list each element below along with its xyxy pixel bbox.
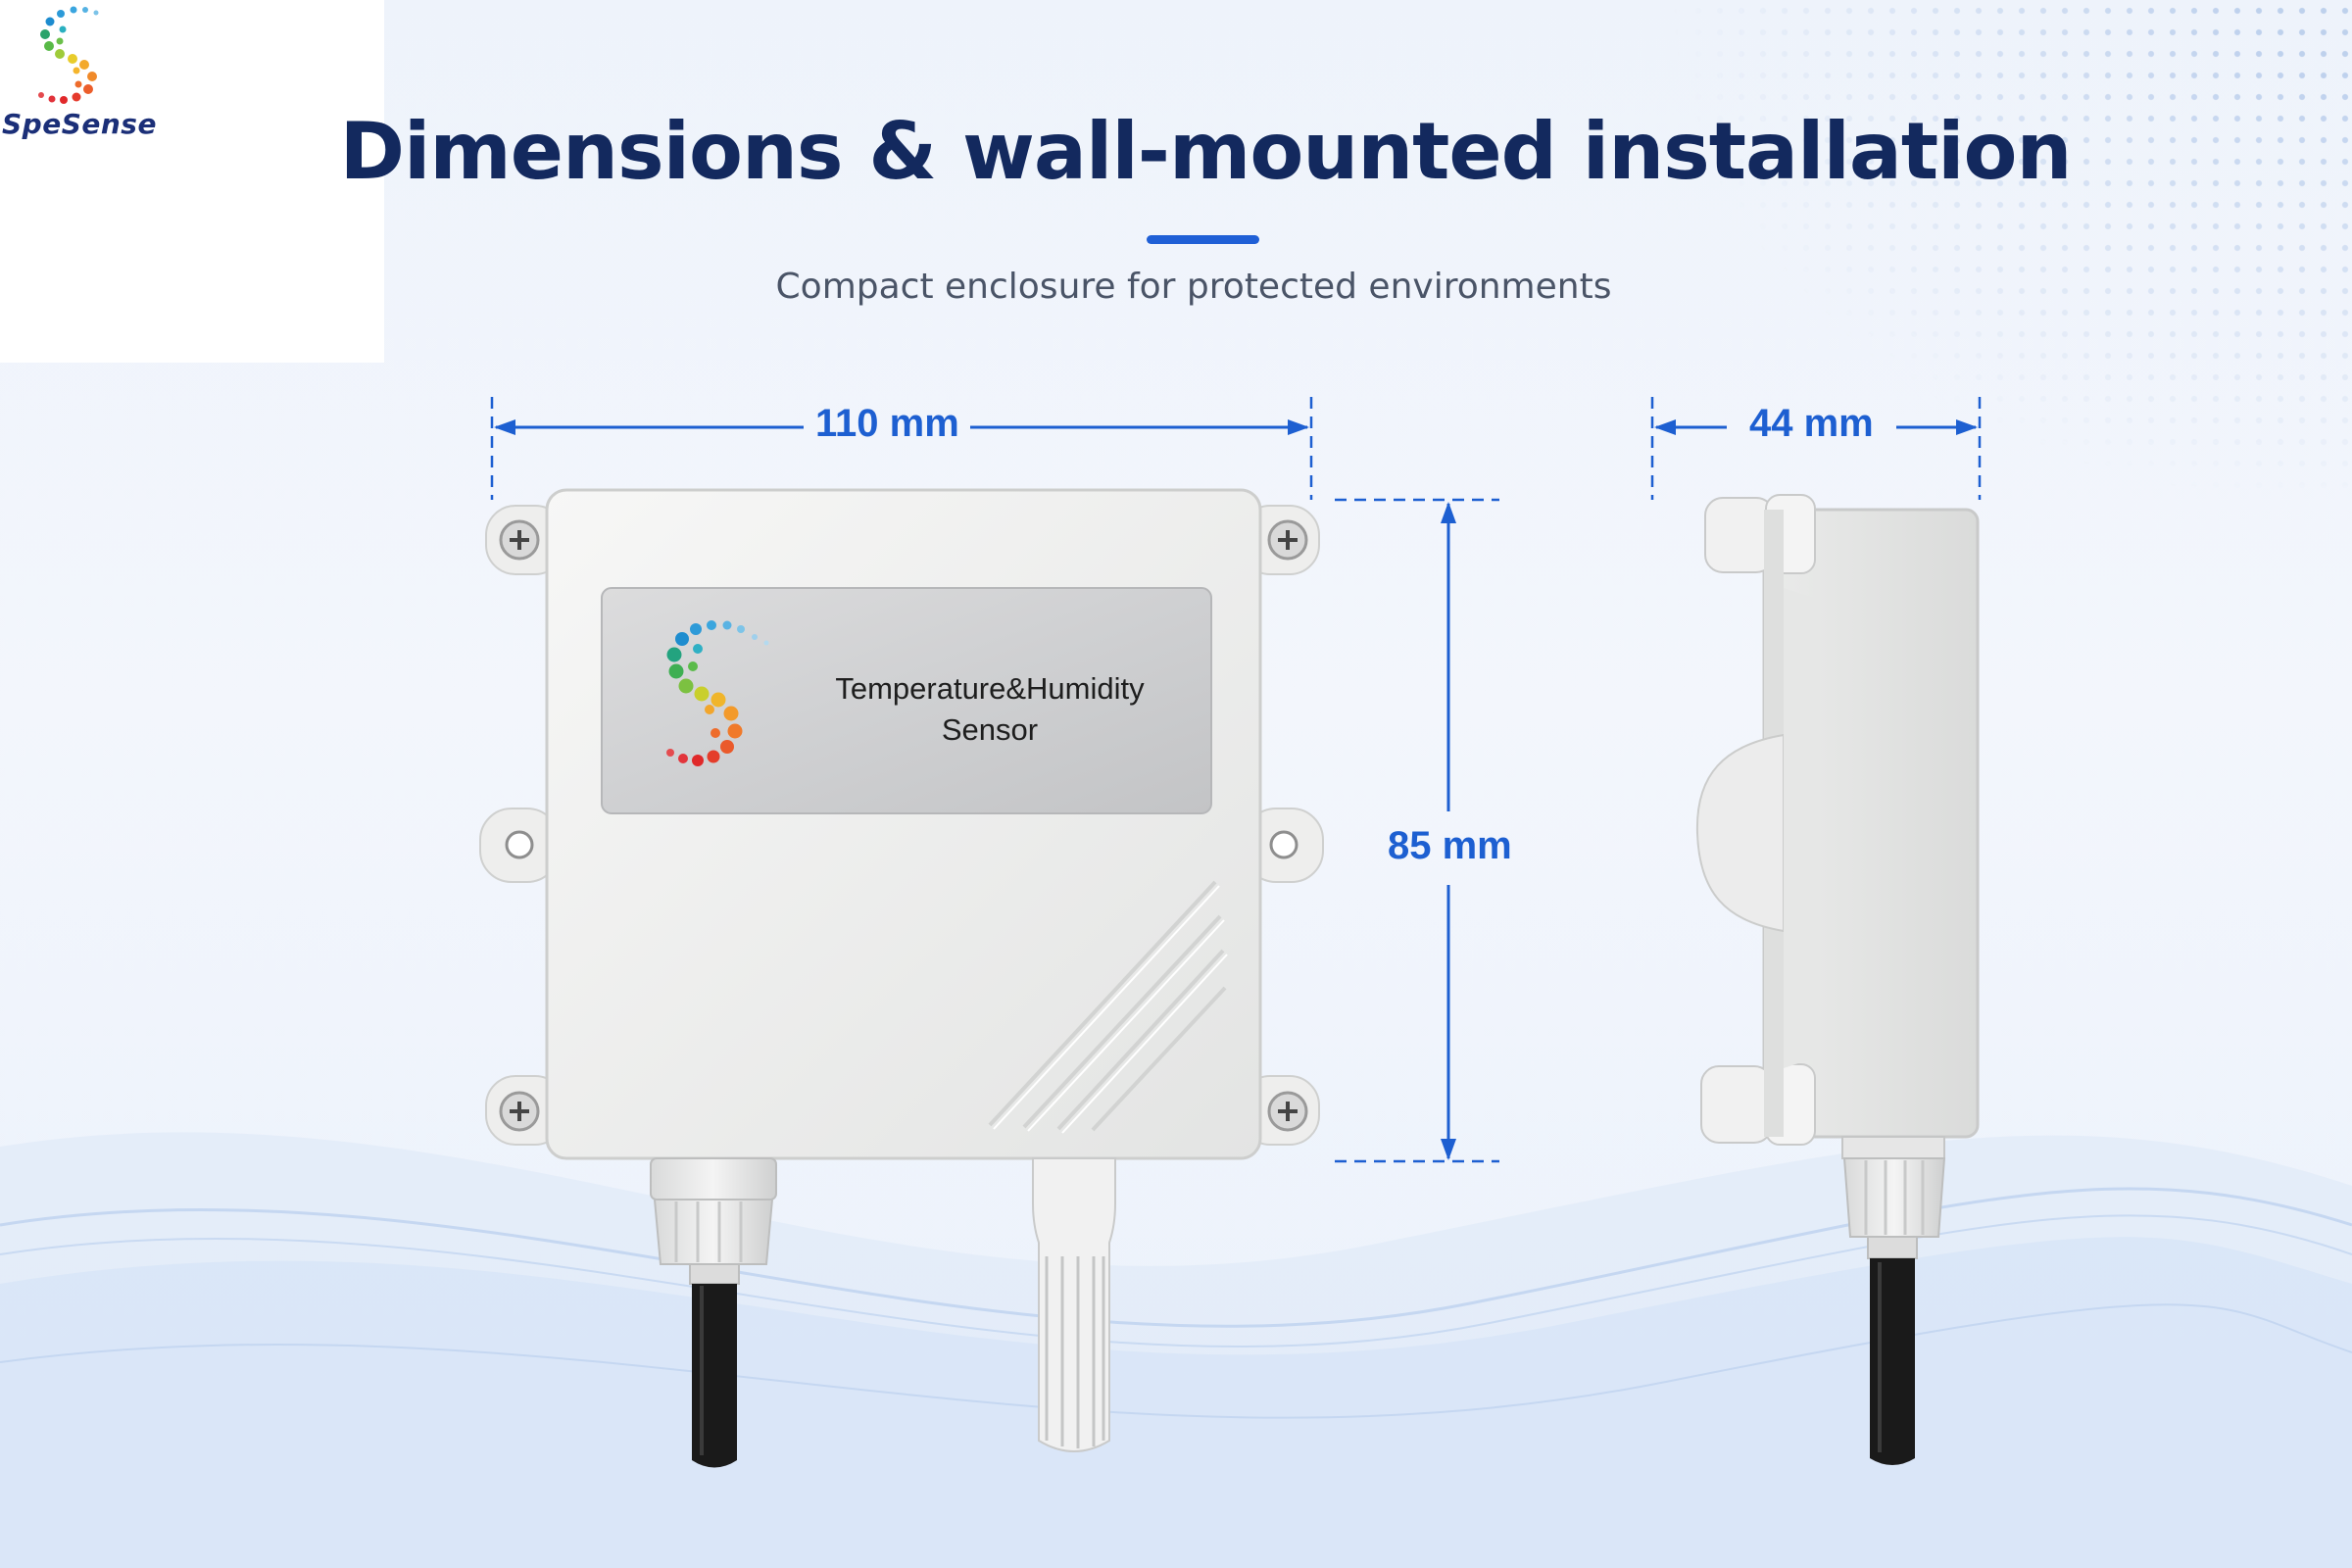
product-label-line2: Sensor	[941, 712, 1039, 747]
title-underline	[1147, 235, 1259, 244]
product-label: Temperature&Humidity Sensor	[804, 668, 1176, 751]
depth-label: 44 mm	[1749, 402, 1874, 445]
page-title: Dimensions & wall-mounted installation	[339, 106, 2073, 197]
plate-logo-icon	[666, 620, 769, 766]
screw-icon	[499, 519, 1308, 1132]
sensor-side-view	[1695, 494, 1980, 1465]
brand-name: SpeSense	[2, 108, 157, 140]
page-subtitle: Compact enclosure for protected environm…	[775, 267, 1612, 307]
depth-dimension-line	[1650, 397, 1982, 500]
height-dimension-line	[1335, 498, 1499, 1163]
brand-s-icon	[38, 6, 99, 104]
height-label: 85 mm	[1388, 824, 1512, 867]
width-dimension-line	[490, 397, 1313, 500]
sensor-front-view	[479, 488, 1324, 1468]
width-label: 110 mm	[815, 402, 959, 445]
product-label-line1: Temperature&Humidity	[835, 671, 1145, 706]
brand-logo: SpeSense	[0, 0, 384, 363]
